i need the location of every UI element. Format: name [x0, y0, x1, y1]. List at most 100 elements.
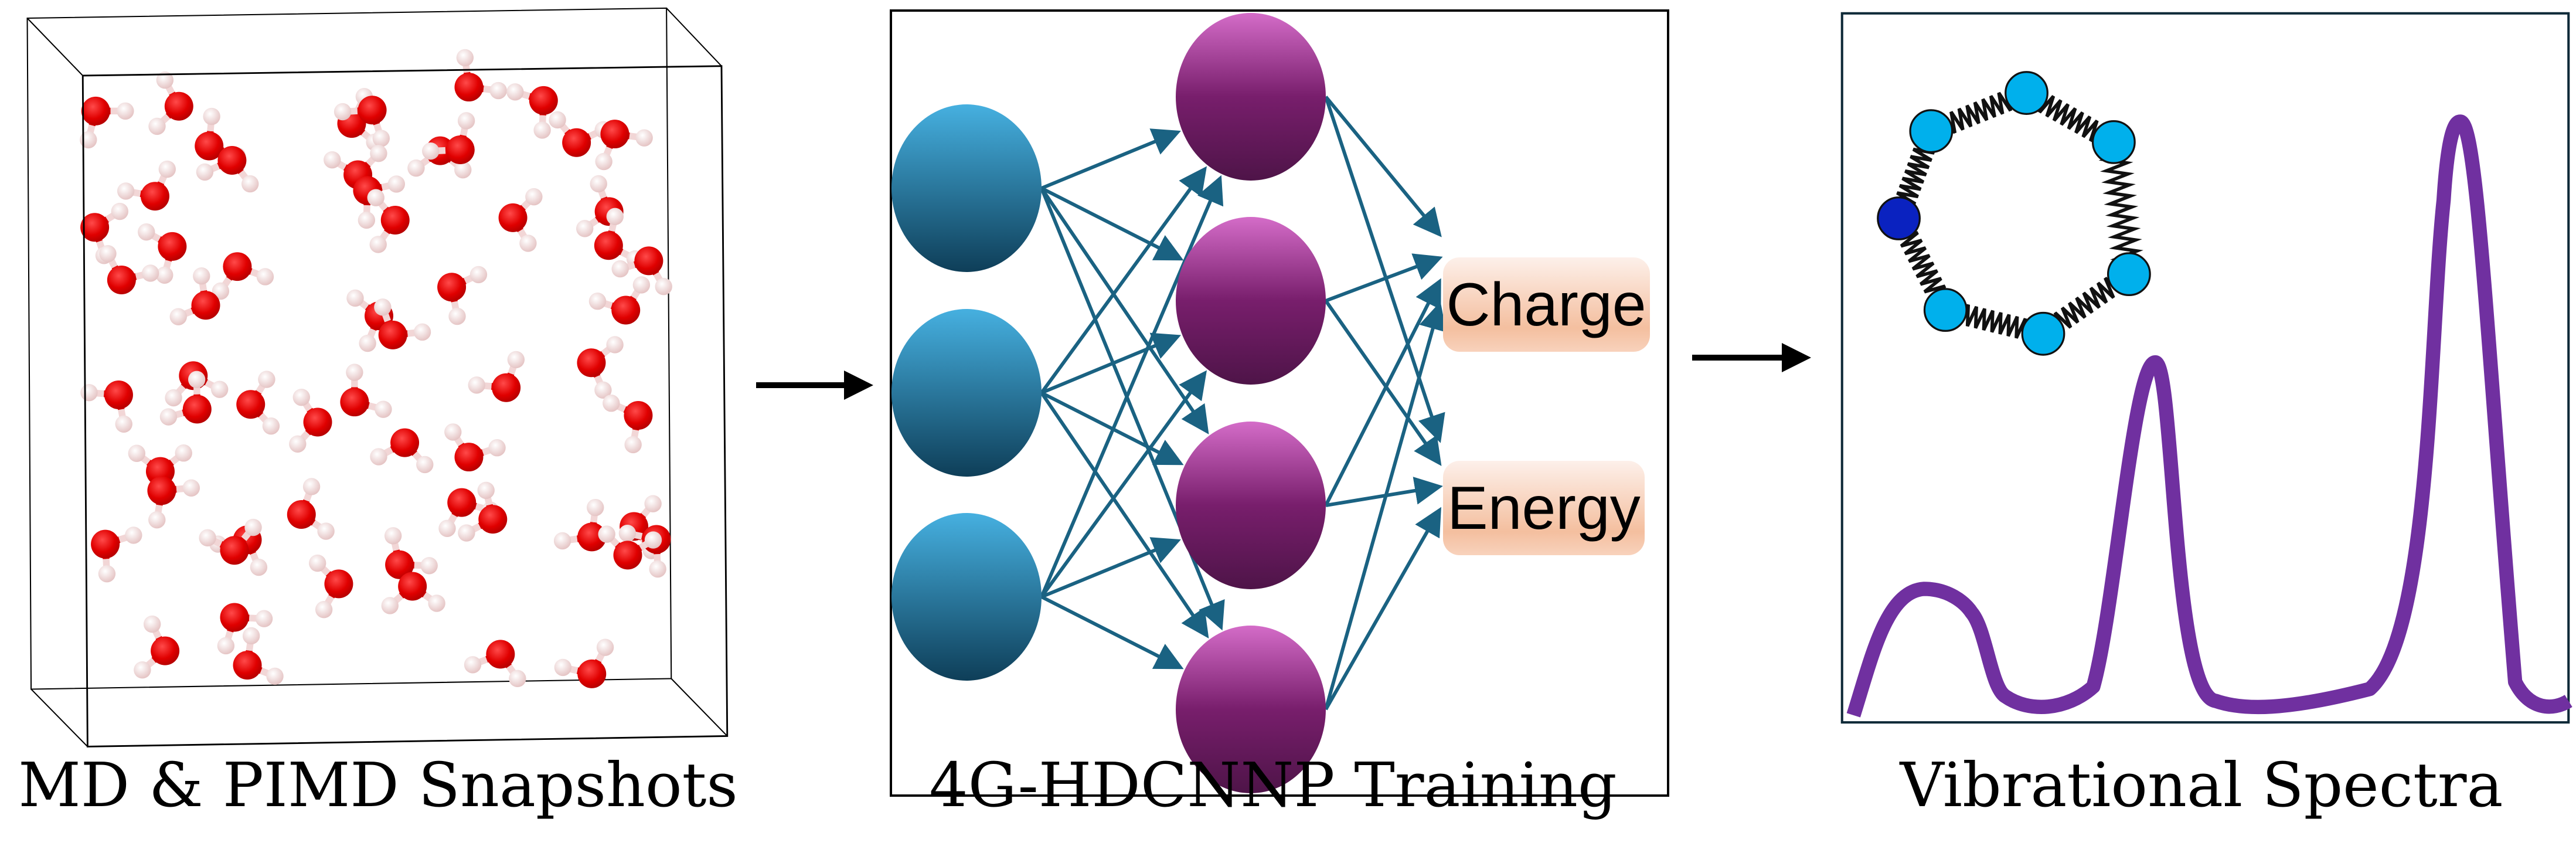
oxygen-atom — [340, 388, 369, 417]
water-molecule — [437, 266, 488, 325]
water-molecules — [80, 49, 672, 688]
oxygen-atom — [195, 131, 224, 161]
bead — [2005, 71, 2048, 115]
oxygen-atom — [577, 348, 606, 378]
oxygen-atom — [390, 428, 420, 457]
hydrogen-atom — [242, 627, 260, 645]
edge-hidden-output — [1324, 96, 1445, 443]
hydrogen-atom — [369, 236, 387, 253]
hydrogen-atom — [244, 518, 262, 536]
hydrogen-atom — [422, 142, 440, 160]
hydrogen-atom — [576, 220, 594, 237]
hydrogen-atom — [509, 670, 526, 688]
water-molecule — [611, 246, 672, 295]
water-molecule — [468, 351, 525, 402]
hydrogen-atom — [324, 151, 341, 169]
water-molecule — [458, 481, 508, 542]
water-molecule — [199, 518, 262, 565]
water-molecule — [138, 223, 187, 284]
hidden-node — [1176, 422, 1326, 589]
hydrogen-atom — [159, 408, 178, 426]
oxygen-atom — [151, 636, 180, 665]
hydrogen-atom — [317, 522, 335, 540]
bead — [1923, 288, 1968, 332]
hydrogen-atom — [156, 266, 173, 284]
oxygen-atom — [594, 231, 623, 260]
hydrogen-atom — [448, 307, 466, 325]
edge-input-hidden — [1040, 392, 1209, 638]
hydrogen-atom — [80, 131, 97, 149]
water-molecule — [464, 640, 526, 688]
hydrogen-atom — [138, 223, 155, 241]
hydrogen-atom — [655, 278, 672, 295]
water-molecule — [370, 428, 434, 474]
spectrum-curve — [1846, 114, 2572, 718]
hydrogen-atom — [477, 481, 495, 500]
oxygen-atom — [147, 476, 176, 505]
oxygen-atom — [613, 541, 642, 570]
edge-input-hidden — [1040, 128, 1181, 190]
hydrogen-atom — [374, 298, 392, 316]
hydrogen-atom — [117, 102, 134, 120]
output-label-charge: Charge — [1446, 271, 1646, 339]
oxygen-atom — [80, 213, 110, 242]
hydrogen-atom — [525, 188, 543, 206]
oxygen-atom — [611, 295, 641, 325]
oxygen-atom — [217, 145, 247, 175]
oxygen-atom — [380, 206, 410, 235]
water-molecule — [340, 363, 392, 418]
oxygen-atom — [303, 407, 332, 437]
hydrogen-atom — [444, 423, 462, 441]
water-molecule — [506, 83, 558, 139]
hydrogen-atom — [175, 444, 192, 462]
hydrogen-atom — [117, 182, 135, 200]
hydrogen-atom — [416, 456, 434, 474]
hydrogen-atom — [618, 524, 637, 542]
water-molecule — [217, 603, 273, 655]
water-molecule — [91, 526, 142, 583]
spring — [2098, 141, 2145, 276]
network-nodes — [891, 13, 1326, 793]
edge-input-hidden — [1040, 186, 1184, 261]
hydrogen-atom — [464, 656, 482, 674]
oxygen-atom — [486, 640, 515, 669]
hydrogen-atom — [258, 371, 275, 388]
hydrogen-atom — [203, 107, 220, 125]
oxygen-atom — [577, 522, 607, 552]
edge-input-hidden — [1040, 537, 1181, 599]
hydrogen-atom — [212, 282, 230, 300]
oxygen-atom — [492, 373, 521, 402]
oxygen-atom — [378, 320, 407, 349]
hydrogen-atom — [635, 129, 653, 147]
hydrogen-atom — [644, 531, 662, 549]
hydrogen-atom — [507, 351, 525, 369]
hydrogen-atom — [98, 565, 116, 583]
hydrogen-atom — [158, 160, 176, 178]
hydrogen-atom — [489, 81, 507, 100]
hydrogen-atom — [292, 388, 310, 406]
hydrogen-atom — [182, 479, 200, 497]
water-molecule — [128, 444, 192, 486]
input-node — [891, 104, 1042, 272]
hydrogen-atom — [611, 260, 629, 278]
input-node — [891, 309, 1042, 477]
hydrogen-atom — [488, 439, 506, 457]
oxygen-atom — [182, 395, 212, 424]
hidden-node — [1176, 13, 1326, 181]
oxygen-atom — [140, 182, 169, 211]
hydrogen-atom — [309, 554, 326, 572]
water-molecule — [196, 145, 259, 193]
hydrogen-atom — [549, 111, 566, 129]
oxygen-atom — [498, 203, 528, 232]
training-panel: Charge Energy 4G-HDCNNP Training — [890, 9, 1669, 821]
hydrogen-atom — [370, 145, 387, 162]
oxygen-atom — [287, 500, 316, 529]
edge-input-hidden — [1040, 391, 1184, 466]
output-charge: Charge — [1443, 257, 1650, 352]
bead — [1909, 109, 1954, 154]
hydrogen-atom — [302, 478, 321, 495]
hydrogen-atom — [266, 667, 284, 685]
water-molecule — [588, 276, 651, 325]
hydrogen-atom — [115, 415, 132, 433]
hydrogen-atom — [143, 615, 161, 633]
